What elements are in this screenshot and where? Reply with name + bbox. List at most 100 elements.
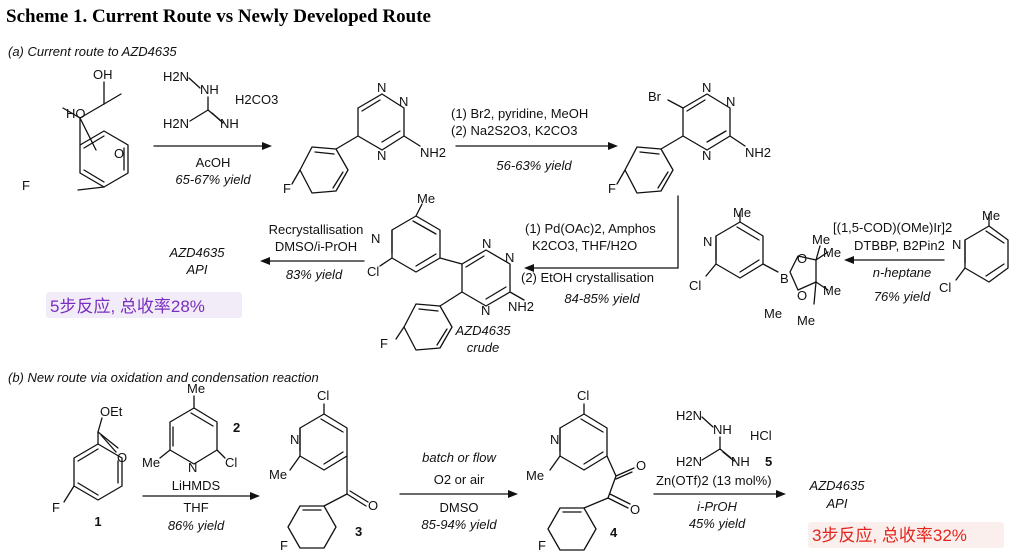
atom-n-5: N [726, 94, 735, 109]
arrow-a4-line1: (1) Pd(OAc)2, Amphos [525, 221, 656, 236]
compound-4-label: 4 [610, 525, 618, 540]
atom-me-7: Me [797, 313, 815, 328]
atom-n-10: N [482, 236, 491, 251]
atom-me-9: Me [187, 381, 205, 396]
arrow-b2-line2: O2 or air [434, 472, 485, 487]
atom-n-12: N [481, 303, 490, 318]
atom-o: O [114, 146, 124, 161]
atom-cl: Cl [939, 280, 951, 295]
arrow-a5-yield: 83% yield [286, 267, 343, 282]
atom-f-6: F [280, 538, 288, 553]
arrow-b1-base: LiHMDS [172, 478, 221, 493]
reaction-arrow-a3: [(1,5-COD)(OMe)Ir]2 DTBBP, B2Pin2 n-hept… [833, 220, 952, 304]
arrow-a4-line2: K2CO3, THF/H2O [532, 238, 637, 253]
atom-n-13: N [188, 460, 197, 475]
atom-f-7: F [538, 538, 546, 553]
reaction-arrow-b2: batch or flow O2 or air DMSO 85-94% yiel… [399, 450, 518, 532]
compound-1-label: 1 [94, 514, 101, 529]
section-a-label: (a) Current route to AZD4635 [8, 44, 177, 59]
arrow-a2-yield: 56-63% yield [496, 158, 572, 173]
pyridine-boronate: N Me Cl B O O Me Me Me Me Me [689, 205, 841, 328]
compound-3-ketone: Cl N Me O F 3 [269, 388, 378, 553]
atom-b: B [780, 271, 789, 286]
atom-o-6: O [636, 458, 646, 473]
atom-me-4: Me [823, 283, 841, 298]
compound-5-aminoguanidine: H2N NH H2N NH HCl 5 [676, 408, 772, 469]
reaction-arrow-a1: AcOH 65-67% yield [153, 142, 272, 187]
atom-br: Br [648, 89, 662, 104]
crude-name: AZD4635 [455, 323, 512, 338]
atom-oet: OEt [100, 404, 123, 419]
atom-nh2-2: NH2 [745, 145, 771, 160]
atom-n-2: N [399, 94, 408, 109]
chloromethylpyridine: N Me Cl [939, 208, 1009, 295]
summary-b: 3步反应, 总收率32% [812, 526, 967, 545]
atom-me-2: Me [733, 205, 751, 220]
arrow-a5-line1: Recrystallisation [269, 222, 364, 237]
fluorophenyl-glyoxal-hydrate: HO OH O F [22, 67, 129, 193]
arrow-a5-line2: DMSO/i-PrOH [275, 239, 357, 254]
compound-3-label: 3 [355, 524, 362, 539]
atom-me-6: Me [764, 306, 782, 321]
atom-f: F [22, 178, 30, 193]
azd4635-crude-structure: N Me Cl N N N NH2 F AZD4635 crude [367, 191, 534, 355]
arrow-a4-line3: (2) EtOH crystallisation [521, 270, 654, 285]
arrow-a3-solvent: n-heptane [873, 265, 932, 280]
atom-f-5: F [52, 500, 60, 515]
product-a-sub: API [186, 262, 208, 277]
bromo-triazinamine: Br N N N NH2 F [608, 80, 771, 196]
arrow-a4-yield: 84-85% yield [564, 291, 640, 306]
compound-5-label: 5 [765, 454, 772, 469]
atom-o-7: O [630, 502, 640, 517]
compound-4-diketone: Cl N Me O O F 4 [526, 388, 646, 553]
atom-me-11: Me [269, 467, 287, 482]
atom-nh-2: NH [220, 116, 239, 131]
atom-o-4: O [117, 450, 127, 465]
aminoguanidine-reagent: H2N NH H2N NH H2CO3 [163, 69, 278, 131]
salt-hcl: HCl [750, 428, 772, 443]
reaction-arrow-down [533, 195, 679, 269]
atom-n-3: N [377, 148, 386, 163]
arrow-b3-catalyst: Zn(OTf)2 (13 mol%) [656, 473, 772, 488]
compound-1-ester: OEt O F 1 [52, 404, 127, 529]
atom-cl-5: Cl [317, 388, 329, 403]
atom-me-8: Me [417, 191, 435, 206]
arrow-b1-yield: 86% yield [168, 518, 225, 533]
arrow-a3-line1: [(1,5-COD)(OMe)Ir]2 [833, 220, 952, 235]
atom-nh2: NH2 [420, 145, 446, 160]
atom-nh-4: NH [731, 454, 750, 469]
product-b-sub: API [826, 496, 848, 511]
reaction-arrow-b1: LiHMDS THF 86% yield [142, 478, 260, 533]
reaction-arrow-a5: Recrystallisation DMSO/i-PrOH 83% yield [260, 222, 365, 282]
section-b-label: (b) New route via oxidation and condensa… [8, 370, 319, 385]
atom-oh: OH [93, 67, 113, 82]
arrow-b1-solvent: THF [183, 500, 208, 515]
summary-b-background [808, 522, 1004, 548]
atom-n-6: N [702, 148, 711, 163]
atom-f-3: F [608, 181, 616, 196]
atom-me-3: Me [823, 245, 841, 260]
atom-h2n-2: H2N [163, 116, 189, 131]
summary-a: 5步反应, 总收率28% [50, 297, 205, 316]
atom-me-12: Me [526, 468, 544, 483]
atom-cl-3: Cl [367, 264, 379, 279]
product-a-name: AZD4635 [169, 245, 226, 260]
compound-2-label: 2 [233, 420, 240, 435]
arrow-b2-yield: 85-94% yield [421, 517, 497, 532]
arrow-a3-yield: 76% yield [874, 289, 931, 304]
atom-n-8: N [703, 234, 712, 249]
crude-sub: crude [467, 340, 500, 355]
scheme-title: Scheme 1. Current Route vs Newly Develop… [6, 6, 431, 27]
summary-a-background [46, 292, 242, 318]
atom-f-2: F [283, 181, 291, 196]
atom-n-15: N [550, 432, 559, 447]
atom-cl-4: Cl [225, 455, 237, 470]
atom-n-11: N [505, 250, 514, 265]
atom-me-5: Me [812, 232, 830, 247]
atom-n-7: N [952, 237, 961, 252]
reagent-h2co3: H2CO3 [235, 92, 278, 107]
atom-h2n-4: H2N [676, 454, 702, 469]
arrow-a2-line1: (1) Br2, pyridine, MeOH [451, 106, 588, 121]
fluorophenyl-triazinamine: N N N NH2 F [283, 80, 446, 196]
